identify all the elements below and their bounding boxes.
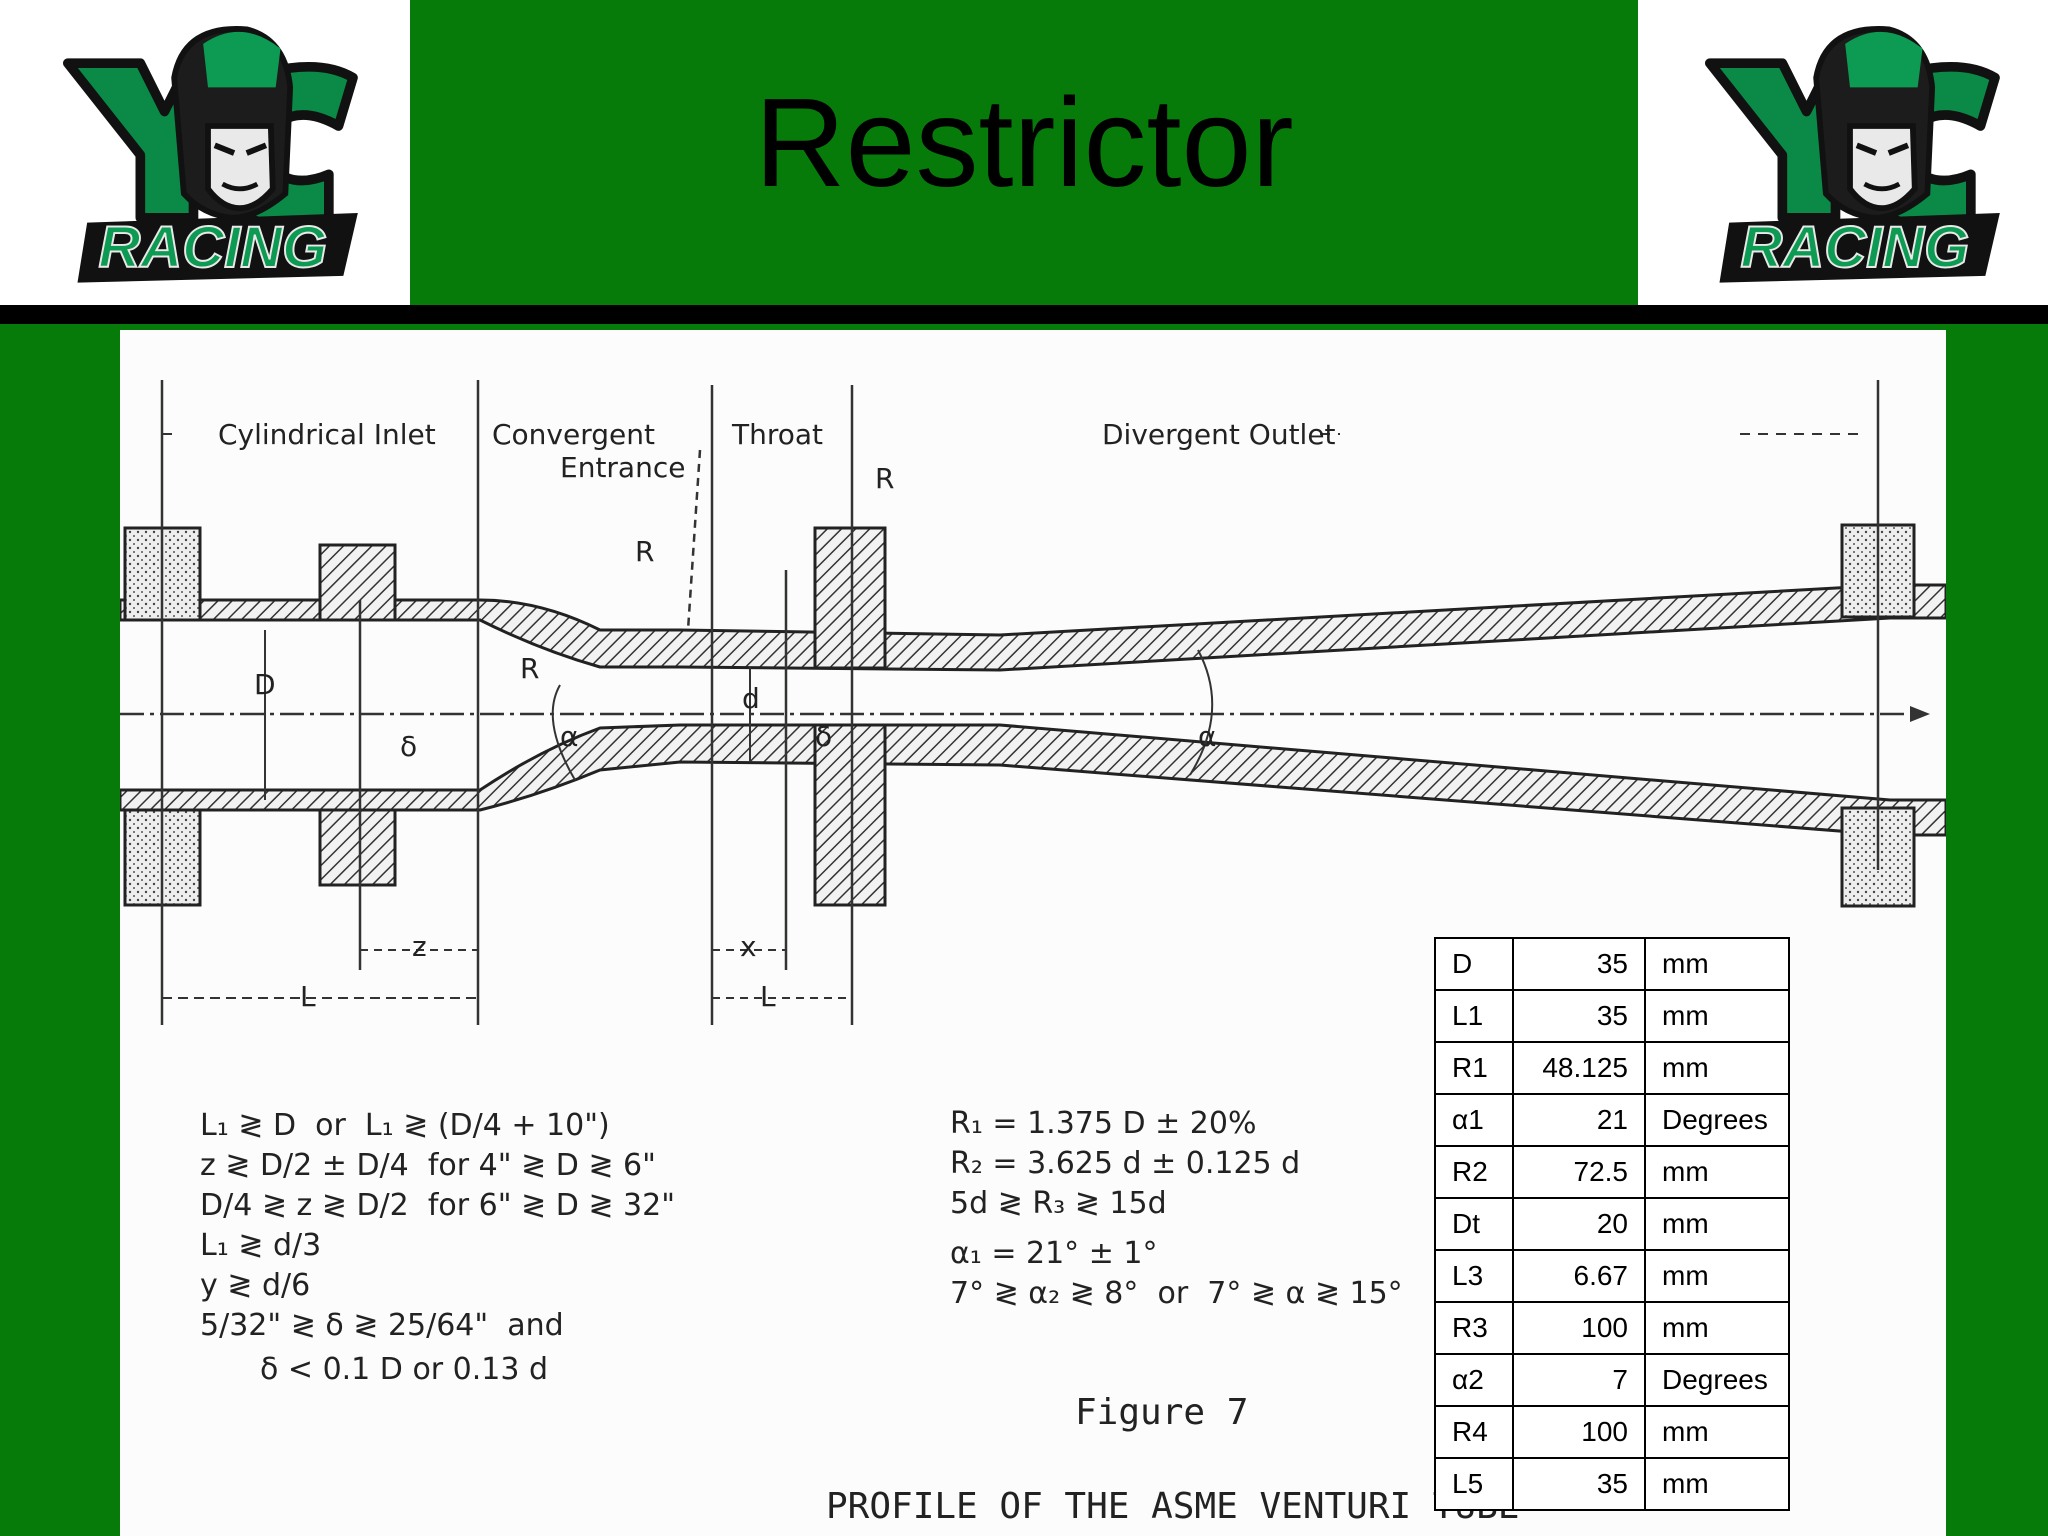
formula-right-2: R₂ = 3.625 d ± 0.125 d <box>950 1146 1301 1181</box>
param-symbol: R3 <box>1434 1301 1514 1355</box>
label-cylindrical-inlet: Cylindrical Inlet <box>218 418 436 451</box>
param-unit: mm <box>1644 1405 1790 1459</box>
param-value: 100 <box>1512 1301 1646 1355</box>
label-throat: Throat <box>732 418 824 451</box>
formula-left-3: D/4 ≷ z ≷ D/2 for 6" ≷ D ≷ 32" <box>200 1188 675 1223</box>
formula-left-4: L₁ ≷ d/3 <box>200 1228 322 1263</box>
throat-flange-bottom <box>813 723 887 907</box>
param-unit: Degrees <box>1644 1353 1790 1407</box>
dim-r2: R <box>635 535 655 568</box>
formula-left-2: z ≷ D/2 ± D/4 for 4" ≷ D ≷ 6" <box>200 1148 656 1183</box>
dim-alpha1: α <box>560 720 579 753</box>
label-convergent: Convergent <box>492 418 655 451</box>
throat-flange-top <box>813 526 887 670</box>
dim-r1: R <box>520 652 540 685</box>
param-symbol: α2 <box>1434 1353 1514 1407</box>
param-symbol: α1 <box>1434 1093 1514 1147</box>
dim-delta-throat: δ <box>815 720 833 753</box>
dim-d-pipe: D <box>254 668 276 701</box>
dim-x: x <box>740 930 757 963</box>
param-unit: mm <box>1644 937 1790 991</box>
dim-z: z <box>412 930 427 963</box>
formula-right-4: α₁ = 21° ± 1° <box>950 1236 1158 1271</box>
formula-left-7: δ < 0.1 D or 0.13 d <box>260 1352 549 1387</box>
dim-delta-inlet: δ <box>400 730 418 763</box>
param-symbol: L1 <box>1434 989 1514 1043</box>
ring-top <box>318 543 397 622</box>
yc-racing-logo-left-icon: RACING <box>63 26 358 283</box>
lower-wall <box>120 723 1946 837</box>
param-value: 72.5 <box>1512 1145 1646 1199</box>
param-unit: mm <box>1644 1041 1790 1095</box>
param-unit: mm <box>1644 1301 1790 1355</box>
figure-label: Figure 7 <box>1075 1392 1249 1433</box>
formula-left-1: L₁ ≷ D or L₁ ≷ (D/4 + 10") <box>200 1108 610 1143</box>
param-unit: Degrees <box>1644 1093 1790 1147</box>
param-unit: mm <box>1644 989 1790 1043</box>
param-value: 35 <box>1512 989 1646 1043</box>
upper-wall <box>120 583 1946 672</box>
formula-left-6: 5/32" ≷ δ ≷ 25/64" and <box>200 1308 564 1343</box>
param-value: 100 <box>1512 1405 1646 1459</box>
dim-d-throat: d <box>742 682 760 715</box>
logo-text-racing: RACING <box>1740 215 1969 280</box>
param-symbol: L5 <box>1434 1457 1514 1511</box>
param-value: 35 <box>1512 1457 1646 1511</box>
param-symbol: Dt <box>1434 1197 1514 1251</box>
param-value: 6.67 <box>1512 1249 1646 1303</box>
dim-li: L <box>300 980 316 1013</box>
formula-left-5: y ≷ d/6 <box>200 1268 311 1303</box>
label-entrance: Entrance <box>560 451 686 484</box>
param-symbol: L3 <box>1434 1249 1514 1303</box>
ring-bottom <box>318 808 397 887</box>
logo-right-panel: RACING <box>1638 0 2048 305</box>
param-unit: mm <box>1644 1457 1790 1511</box>
slide-title: Restrictor <box>754 72 1294 213</box>
param-symbol: D <box>1434 937 1514 991</box>
figure-caption: PROFILE OF THE ASME VENTURI TUBE <box>826 1486 1520 1527</box>
header-divider <box>0 305 2048 324</box>
param-unit: mm <box>1644 1145 1790 1199</box>
param-value: 21 <box>1512 1093 1646 1147</box>
formula-right-3: 5d ≷ R₃ ≷ 15d <box>950 1186 1167 1221</box>
title-band: Restrictor <box>410 0 1638 305</box>
param-symbol: R1 <box>1434 1041 1514 1095</box>
label-divergent-outlet: Divergent Outlet <box>1102 418 1336 451</box>
param-unit: mm <box>1644 1249 1790 1303</box>
formula-right-5: 7° ≷ α₂ ≷ 8° or 7° ≷ α ≷ 15° <box>950 1276 1403 1311</box>
dim-alpha2: α <box>1198 720 1217 753</box>
param-value: 7 <box>1512 1353 1646 1407</box>
yc-racing-logo-right-icon: RACING <box>1705 26 2000 283</box>
param-value: 35 <box>1512 937 1646 991</box>
dim-r3: R <box>875 462 895 495</box>
param-symbol: R2 <box>1434 1145 1514 1199</box>
logo-text-racing: RACING <box>98 215 327 280</box>
logo-left-panel: RACING <box>0 0 410 305</box>
param-symbol: R4 <box>1434 1405 1514 1459</box>
dim-l1: L <box>760 980 776 1013</box>
param-unit: mm <box>1644 1197 1790 1251</box>
param-value: 48.125 <box>1512 1041 1646 1095</box>
param-value: 20 <box>1512 1197 1646 1251</box>
formula-right-1: R₁ = 1.375 D ± 20% <box>950 1106 1257 1141</box>
venturi-figure: Cylindrical Inlet Convergent Entrance Th… <box>120 330 1946 1536</box>
venturi-tube-drawing <box>120 380 1946 1025</box>
